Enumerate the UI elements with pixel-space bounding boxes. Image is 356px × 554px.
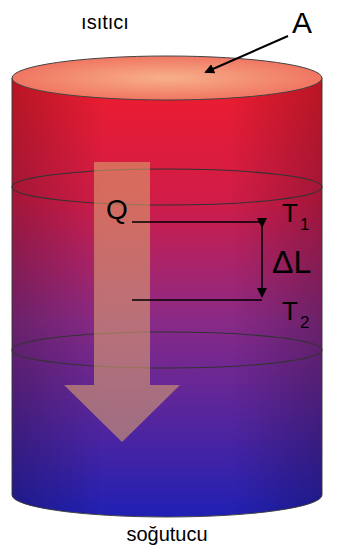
area-label: A xyxy=(292,8,312,38)
leader-line xyxy=(206,36,288,72)
temperature-label: T xyxy=(282,200,298,226)
cylinder-body xyxy=(12,56,322,517)
heater-label: ısıtıcı xyxy=(81,12,129,32)
heat-flow-arrow xyxy=(64,162,180,442)
dimension-arrow xyxy=(261,226,263,296)
measure-line xyxy=(132,221,262,223)
cooler-label: soğutucu xyxy=(126,524,207,544)
measure-line xyxy=(132,299,262,301)
subscript-label: 2 xyxy=(300,314,309,331)
heat-label: Q xyxy=(106,196,128,224)
length-label: ΔL xyxy=(272,246,311,278)
subscript-label: 1 xyxy=(300,216,309,233)
temperature-label: T xyxy=(282,298,298,324)
